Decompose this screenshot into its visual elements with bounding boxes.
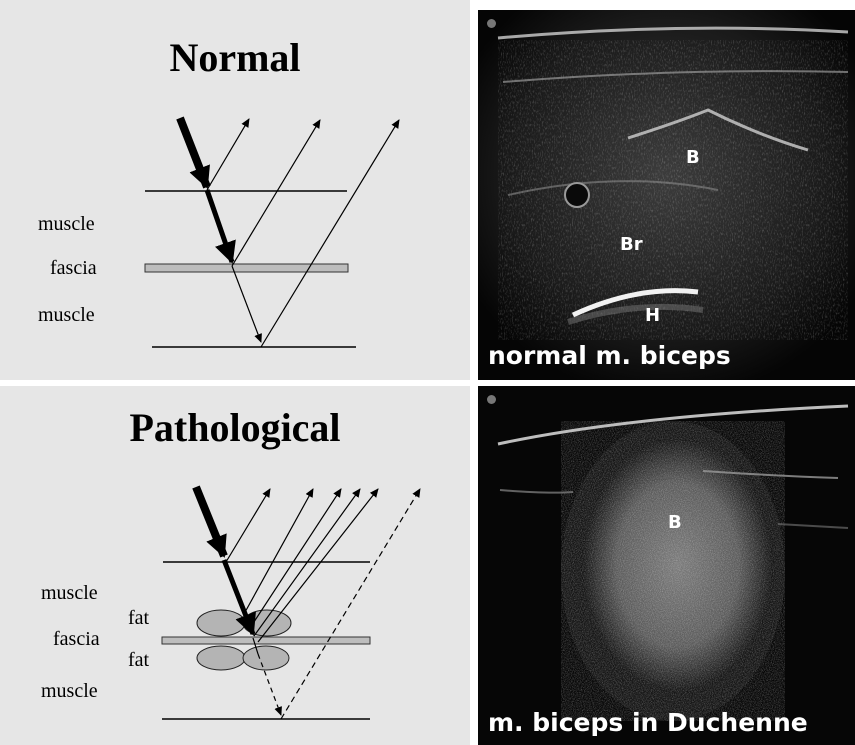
transmitted-ray xyxy=(232,266,261,342)
fat-deposit xyxy=(243,646,289,670)
fascia-layer xyxy=(145,264,348,272)
incident-arrow-icon xyxy=(196,487,224,556)
incident-arrow-icon xyxy=(207,190,232,262)
ultrasound-normal-texture xyxy=(478,10,855,380)
label-muscle-bottom: muscle xyxy=(38,304,95,327)
ultrasound-duchenne-caption: m. biceps in Duchenne xyxy=(488,708,808,737)
reflected-arrow-icon xyxy=(232,120,320,266)
incident-arrow-icon xyxy=(180,118,207,187)
label-humerus: H xyxy=(645,305,660,326)
reflected-arrow-icon xyxy=(207,119,249,190)
label-biceps: B xyxy=(668,512,682,533)
fascia-layer xyxy=(162,637,370,644)
label-biceps: B xyxy=(686,147,700,168)
label-fascia: fascia xyxy=(53,628,100,651)
normal-schematic-panel: Normal muscle fascia muscle xyxy=(0,0,470,380)
label-muscle-top: muscle xyxy=(38,213,95,236)
ultrasound-duchenne-image: B m. biceps in Duchenne xyxy=(478,386,855,745)
reflected-arrow-icon xyxy=(261,120,399,347)
reflected-arrow-icon xyxy=(226,489,270,562)
label-fat-bottom: fat xyxy=(128,649,149,672)
probe-marker-icon xyxy=(487,19,496,28)
reflected-arrow-icon xyxy=(250,489,341,628)
ultrasound-normal-caption: normal m. biceps xyxy=(488,341,731,370)
fat-deposit xyxy=(197,646,245,670)
label-brachialis: Br xyxy=(620,234,643,255)
pathological-schematic-panel: Pathological muscle fa xyxy=(0,386,470,745)
ultrasound-duchenne-texture xyxy=(478,386,855,745)
reflected-arrow-icon xyxy=(244,489,313,614)
label-fascia: fascia xyxy=(50,257,97,280)
probe-marker-icon xyxy=(487,395,496,404)
label-muscle-bottom: muscle xyxy=(41,680,98,703)
reflected-arrow-icon xyxy=(258,489,378,642)
label-muscle-top: muscle xyxy=(41,582,98,605)
ultrasound-normal-image: B Br H normal m. biceps xyxy=(478,10,855,380)
label-fat-top: fat xyxy=(128,607,149,630)
fat-deposit xyxy=(197,610,245,636)
